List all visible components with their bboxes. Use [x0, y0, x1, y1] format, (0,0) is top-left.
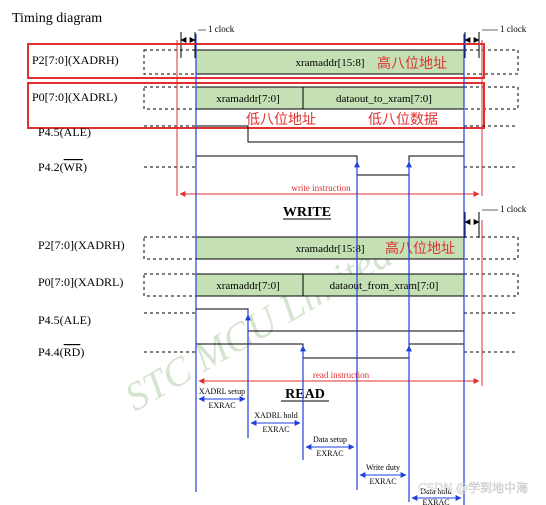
signal-label-p2-read: P2[7:0](XADRH) [38, 238, 125, 252]
bus-p2-write-value: xramaddr[15:8] [295, 57, 364, 69]
clock-label-left: 1 clock [208, 24, 235, 34]
read-section: 1 clock P2[7:0](XADRH) xramaddr[15:8] 高八… [38, 204, 527, 402]
write-title: WRITE [283, 205, 331, 220]
read-instruction-label: read instruction [313, 370, 370, 380]
bus-p0-write-addr-value: xramaddr[7:0] [216, 93, 280, 105]
signal-label-ale-read: P4.5(ALE) [38, 313, 91, 327]
param-write-duty-unit: EXRAC [369, 477, 396, 486]
signal-label-p0-write: P0[7:0](XADRL) [32, 90, 117, 104]
timing-parameters: XADRL setup EXRAC XADRL hold EXRAC Data … [198, 387, 462, 505]
clock-label-read: 1 clock [500, 204, 527, 214]
credit-label: CSDN @学到地中海 [418, 480, 528, 495]
annotation-p2-high-write: 高八位地址 [377, 55, 447, 72]
param-data-hold: Data hold [420, 487, 451, 496]
param-xadrl-setup-unit: EXRAC [208, 401, 235, 410]
bus-p2-read-value: xramaddr[15:8] [295, 243, 364, 255]
param-data-setup: Data setup [313, 435, 347, 444]
signal-label-ale-write: P4.5(ALE) [38, 125, 91, 139]
annotation-p0-low-data: 低八位数据 [368, 112, 438, 128]
param-data-hold-unit: EXRAC [422, 498, 449, 505]
bus-p0-write-data-value: dataout_to_xram[7:0] [336, 93, 432, 105]
annotation-p2-high-read: 高八位地址 [385, 240, 455, 257]
param-data-setup-unit: EXRAC [316, 449, 343, 458]
highlight-box-p2-write [27, 43, 485, 79]
param-xadrl-hold: XADRL hold [254, 411, 297, 420]
waveform-rd [196, 343, 464, 359]
bus-p0-read-addr-value: xramaddr[7:0] [216, 280, 280, 292]
write-section: 1 clock 1 clock P2[7:0](XADRH) xramaddr[… [27, 24, 527, 220]
signal-label-p2-write: P2[7:0](XADRH) [32, 53, 119, 67]
signal-label-rd: P4.4(RD) [38, 345, 84, 359]
highlight-box-p0-write [27, 82, 485, 129]
param-xadrl-hold-unit: EXRAC [262, 425, 289, 434]
annotation-p0-low-addr: 低八位地址 [246, 112, 316, 128]
param-xadrl-setup: XADRL setup [199, 387, 245, 396]
waveform-wr [196, 155, 464, 176]
clock-label-right: 1 clock [500, 24, 527, 34]
diagram-title: Timing diagram [12, 11, 102, 26]
param-write-duty: Write duty [366, 463, 400, 472]
signal-label-p0-read: P0[7:0](XADRL) [38, 275, 123, 289]
read-title: READ [285, 387, 325, 402]
signal-label-wr: P4.2(WR) [38, 160, 87, 174]
timing-markers [195, 34, 465, 505]
write-instruction-label: write instruction [291, 183, 351, 193]
bus-p0-read-data-value: dataout_from_xram[7:0] [330, 280, 439, 292]
